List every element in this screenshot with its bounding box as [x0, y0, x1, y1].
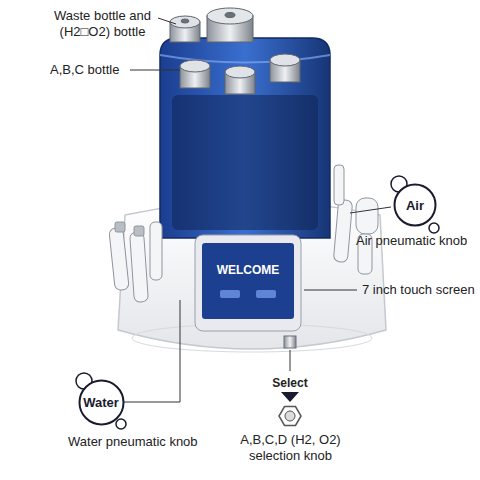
screen-text: WELCOME — [202, 262, 294, 278]
part-label: Water pneumatic knob — [68, 434, 208, 450]
part-label: A,B,C,D (H2, O2) selection knob — [228, 432, 353, 464]
air-circle: Air — [393, 183, 437, 227]
knob-name: Water — [83, 395, 119, 410]
part-label: Waste bottle and (H2□O2) bottle — [40, 8, 165, 40]
select-label: Select — [266, 375, 314, 391]
part-label: 7 inch touch screen — [362, 282, 478, 298]
part-label: A,B,C bottle — [50, 62, 130, 78]
circle-shape — [395, 185, 436, 226]
part-label: Air pneumatic knob — [356, 233, 478, 249]
circle-shape — [79, 380, 123, 424]
knob-name: Air — [406, 198, 424, 213]
water-circle: Water — [78, 379, 125, 426]
